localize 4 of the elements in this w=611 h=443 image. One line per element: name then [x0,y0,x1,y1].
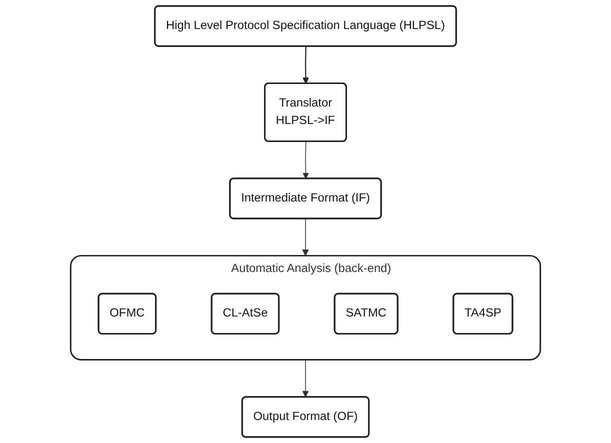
arrow [302,46,310,84]
arrow [302,141,310,180]
arrow [302,218,309,256]
arrow [302,359,309,398]
